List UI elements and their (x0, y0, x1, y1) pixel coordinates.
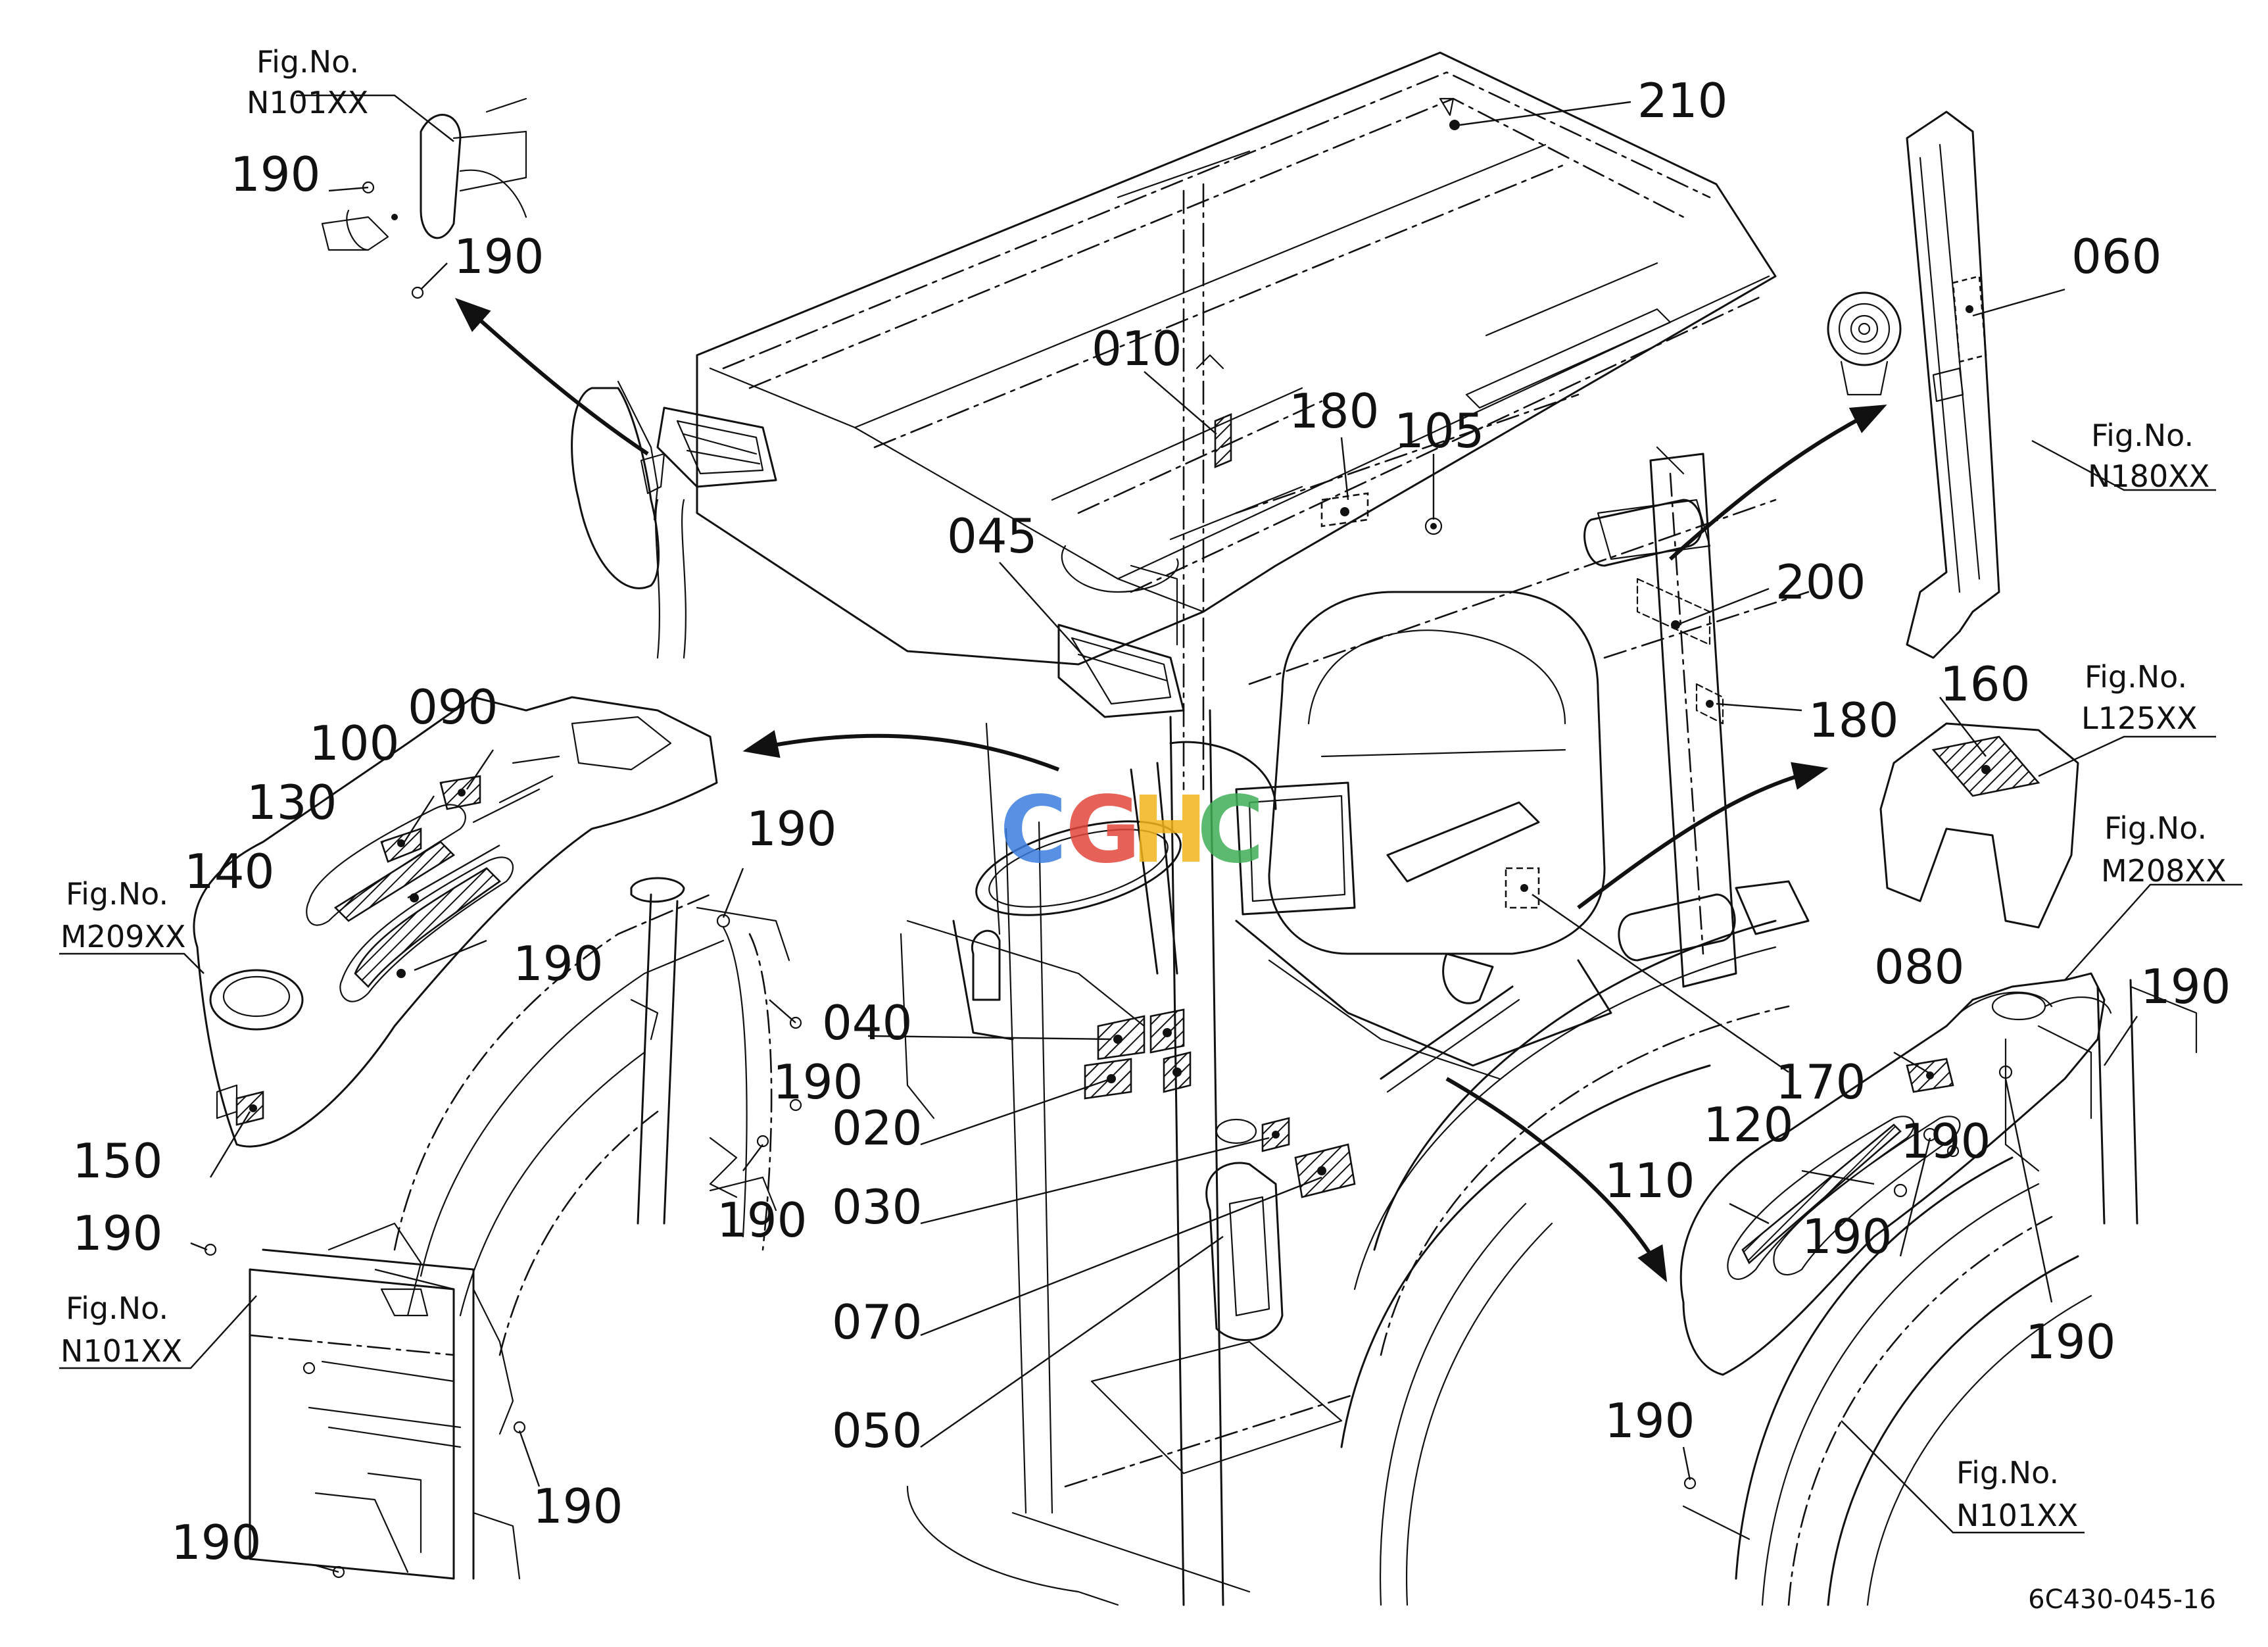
detail-n101xx-left (204, 877, 802, 1580)
fig-ref-n101xx-left: N101XX (60, 1333, 182, 1369)
fig-ref-m209xx: M209XX (60, 919, 186, 954)
fig-ref-n180xx: N180XX (2088, 458, 2209, 494)
fig-ref-n101xx-top: N101XX (247, 85, 368, 120)
label-130: 130 (247, 775, 337, 830)
fig-label-n101xx-right: Fig.No. (1956, 1455, 2059, 1490)
fig-label-m208xx: Fig.No. (2104, 810, 2207, 846)
label-040: 040 (822, 995, 912, 1050)
label-190-d: 190 (513, 936, 603, 991)
detail-m209xx (193, 696, 718, 1148)
label-190-f: 190 (717, 1192, 807, 1248)
label-010: 010 (1092, 321, 1182, 376)
watermark-letter-2: G (1065, 777, 1141, 884)
fig-label-n101xx-left: Fig.No. (66, 1291, 168, 1326)
label-190-i: 190 (171, 1515, 261, 1570)
label-100: 100 (309, 716, 399, 771)
detail-n180xx (1906, 111, 2000, 659)
drawing-code: 6C430-045-16 (2028, 1585, 2216, 1615)
label-140: 140 (184, 844, 274, 899)
cab-frame-and-seat (900, 446, 1810, 1606)
label-190-j: 190 (2140, 959, 2231, 1014)
label-030: 030 (832, 1179, 922, 1235)
fig-label-l125xx: Fig.No. (2085, 659, 2187, 695)
label-190-a: 190 (230, 147, 320, 202)
watermark-letter-3: H (1131, 777, 1208, 884)
label-090: 090 (408, 679, 498, 735)
cab-roof (656, 51, 1902, 791)
label-045: 045 (947, 508, 1037, 564)
label-050: 050 (832, 1403, 922, 1458)
watermark-letter-4: C (1197, 777, 1265, 884)
label-170: 170 (1775, 1054, 1866, 1110)
detail-n101xx-top (321, 97, 527, 299)
fig-ref-m208xx: M208XX (2101, 853, 2227, 889)
fig-ref-l125xx: L125XX (2081, 701, 2197, 736)
label-190-k: 190 (1900, 1114, 1991, 1169)
label-190-l: 190 (1802, 1209, 1892, 1264)
left-mirror (571, 380, 687, 659)
fig-label-top-left: Fig.No. (256, 44, 359, 80)
label-105: 105 (1394, 403, 1484, 458)
label-120: 120 (1703, 1097, 1793, 1152)
label-190-m: 190 (2025, 1314, 2115, 1369)
label-180-pillar: 180 (1808, 693, 1898, 748)
label-190-e: 190 (773, 1054, 863, 1110)
label-150: 150 (72, 1133, 162, 1189)
watermark-logo: C G H C (1000, 777, 1265, 884)
fig-ref-n101xx-right: N101XX (1956, 1498, 2078, 1533)
label-070: 070 (832, 1294, 922, 1350)
label-080: 080 (1874, 939, 1964, 995)
reference-arrows (454, 297, 1887, 1283)
figure-references: Fig.No. N101XX Fig.No. N180XX Fig.No. L1… (60, 44, 2227, 1533)
label-160: 160 (1940, 656, 2030, 712)
watermark-letter-1: C (1000, 777, 1067, 884)
label-020: 020 (832, 1100, 922, 1156)
label-210: 210 (1637, 73, 1727, 128)
label-190-b: 190 (454, 229, 544, 284)
label-190-n: 190 (1604, 1393, 1695, 1448)
leader-lines (59, 94, 2242, 1573)
label-110: 110 (1604, 1153, 1695, 1208)
fig-label-m209xx: Fig.No. (66, 876, 168, 912)
fig-label-n180xx: Fig.No. (2091, 418, 2194, 453)
label-060: 060 (2071, 229, 2161, 284)
label-190-c: 190 (746, 801, 836, 856)
label-190-h: 190 (533, 1479, 623, 1534)
label-180-roof: 180 (1289, 383, 1379, 439)
label-190-g: 190 (72, 1206, 162, 1261)
detail-l125xx (1879, 722, 2079, 929)
label-200: 200 (1775, 554, 1866, 610)
detail-m208xx (1679, 972, 2198, 1606)
part-labels: 210 060 010 180 105 045 200 180 160 090 … (72, 73, 2231, 1570)
